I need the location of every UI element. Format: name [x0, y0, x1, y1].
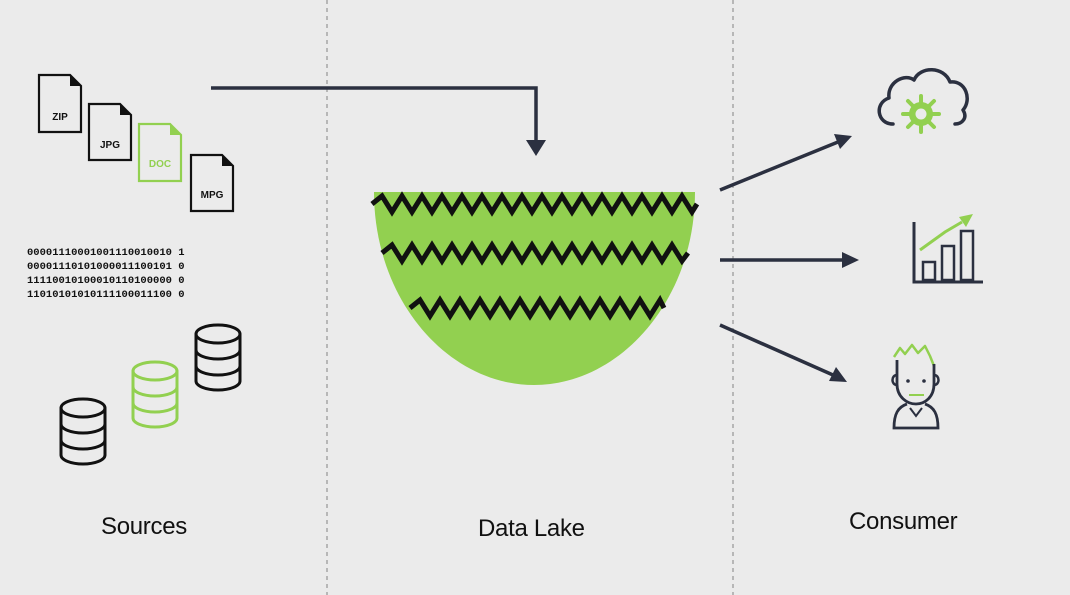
database-icon-highlight — [131, 360, 179, 429]
arrowhead-cloud — [834, 134, 852, 149]
output-arrow-person — [719, 323, 834, 377]
output-arrow-cloud — [719, 140, 839, 192]
file-label-jpg: JPG — [100, 140, 120, 151]
database-icon — [194, 323, 242, 392]
wave-line — [380, 240, 690, 266]
file-icon-mpg: MPG — [189, 153, 235, 213]
file-icon-doc: DOC — [137, 122, 183, 183]
binary-line: 00001110001001110010010 1 — [27, 247, 185, 259]
section-label-sources: Sources — [101, 513, 187, 540]
file-icon-zip: ZIP — [37, 73, 83, 134]
arrowhead-person — [829, 367, 847, 382]
file-icon-jpg: JPG — [87, 102, 133, 162]
arrowhead-chart — [842, 252, 859, 268]
section-label-data-lake: Data Lake — [478, 515, 585, 542]
file-label-mpg: MPG — [201, 190, 224, 201]
database-icon — [59, 397, 107, 466]
growth-chart-icon — [912, 214, 983, 284]
file-label-doc: DOC — [149, 159, 171, 170]
data-lake-bowl — [370, 191, 700, 385]
wave-line — [370, 191, 700, 217]
binary-line: 11110010100010110100000 0 — [27, 275, 185, 287]
binary-line: 11010101010111100011100 0 — [27, 289, 185, 301]
section-label-consumer: Consumer — [849, 508, 958, 535]
binary-data-block: 00001110001001110010010 1 00001110101000… — [27, 247, 185, 301]
binary-line: 00001110101000011100101 0 — [27, 261, 185, 273]
file-label-zip: ZIP — [52, 112, 68, 123]
wave-line — [408, 294, 667, 321]
cloud-gear-icon — [877, 68, 969, 134]
ingest-arrow — [211, 86, 538, 146]
ingest-arrowhead — [526, 140, 546, 156]
person-icon — [891, 343, 940, 430]
